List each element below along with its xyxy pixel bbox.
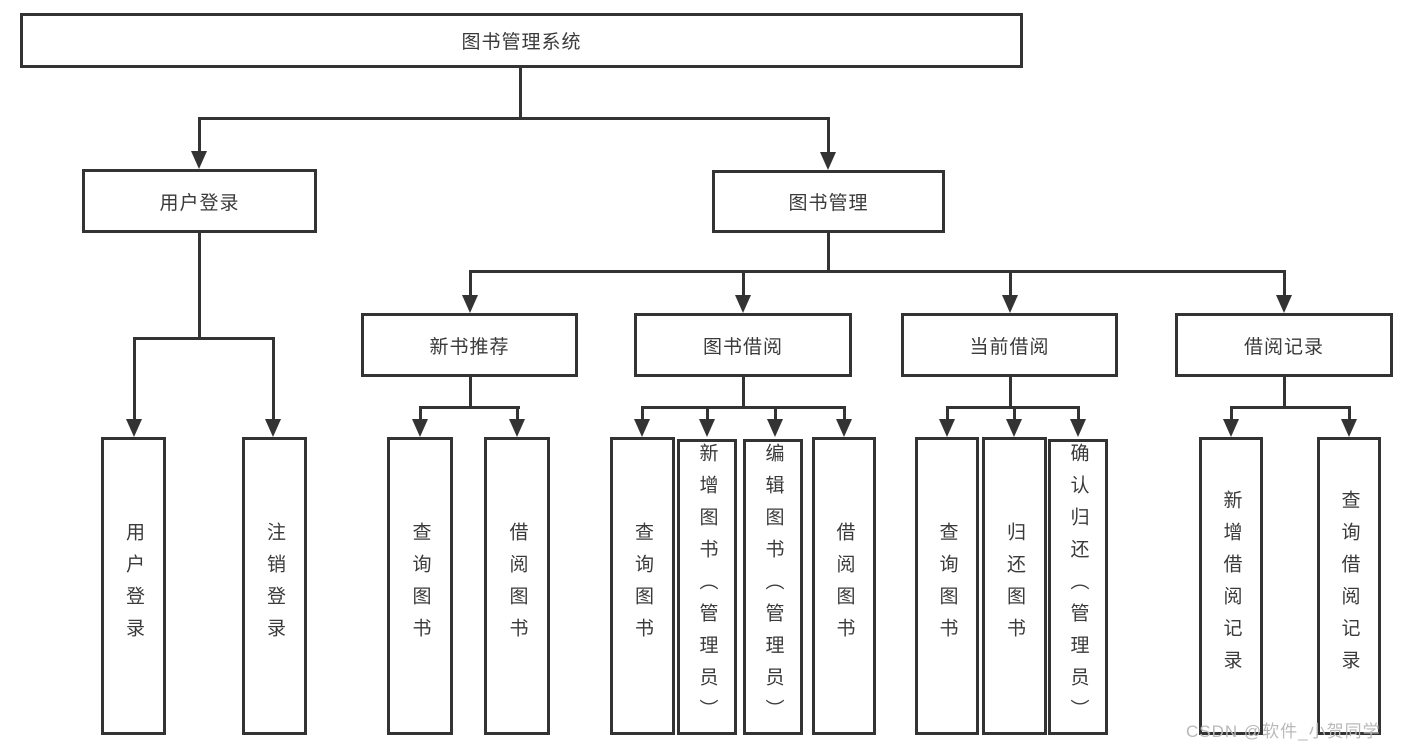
- connector-line: [774, 406, 777, 420]
- connector-arrowhead: [699, 419, 715, 437]
- connector-line: [198, 117, 201, 152]
- leaf-add-borrow-record: 新增借阅记录: [1199, 437, 1263, 735]
- node-book-borrowing: 图书借阅: [634, 313, 852, 377]
- connector-line: [742, 270, 745, 296]
- leaf-borrow-books-recommend: 借阅图书: [484, 437, 550, 735]
- connector-line: [742, 377, 745, 406]
- connector-line: [469, 270, 1286, 273]
- leaf-borrow-books-borrowing: 借阅图书: [812, 437, 876, 735]
- leaf-query-books-current: 查询图书: [915, 437, 979, 735]
- connector-arrowhead: [1006, 419, 1022, 437]
- connector-arrowhead: [939, 419, 955, 437]
- connector-arrowhead: [1070, 419, 1086, 437]
- connector-line: [706, 406, 709, 420]
- connector-line: [198, 233, 201, 337]
- connector-line: [133, 337, 136, 419]
- connector-line: [469, 270, 472, 296]
- connector-arrowhead: [509, 419, 525, 437]
- connector-arrowhead: [412, 419, 428, 437]
- node-current-borrowing: 当前借阅: [901, 313, 1118, 377]
- connector-line: [1283, 377, 1286, 406]
- connector-arrowhead: [1276, 295, 1292, 313]
- connector-line: [1077, 406, 1080, 420]
- node-borrowing-records: 借阅记录: [1175, 313, 1393, 377]
- connector-arrowhead: [191, 151, 207, 169]
- node-book-management: 图书管理: [712, 170, 945, 233]
- leaf-edit-book-admin: 编辑图书（管理员）: [743, 439, 803, 735]
- connector-line: [1348, 406, 1351, 420]
- leaf-confirm-return-admin: 确认归还（管理员）: [1048, 439, 1108, 735]
- leaf-query-books-borrowing: 查询图书: [610, 437, 675, 735]
- connector-arrowhead: [634, 419, 650, 437]
- connector-line: [827, 233, 830, 270]
- connector-line: [198, 117, 830, 120]
- connector-line: [641, 406, 846, 409]
- leaf-query-books-recommend: 查询图书: [387, 437, 453, 735]
- connector-line: [843, 406, 846, 420]
- connector-line: [1230, 406, 1233, 420]
- leaf-query-borrow-record: 查询借阅记录: [1317, 437, 1381, 735]
- leaf-return-books: 归还图书: [982, 437, 1047, 735]
- connector-line: [469, 377, 472, 406]
- connector-line: [946, 406, 949, 420]
- connector-line: [1283, 270, 1286, 296]
- connector-line: [419, 406, 520, 409]
- connector-line: [1230, 406, 1351, 409]
- watermark-text: CSDN @软件_小贺同学: [1186, 722, 1381, 741]
- connector-arrowhead: [462, 295, 478, 313]
- connector-line: [1013, 406, 1016, 420]
- connector-line: [1009, 270, 1012, 296]
- node-user-login: 用户登录: [82, 169, 317, 233]
- leaf-add-book-admin: 新增图书（管理员）: [677, 439, 737, 735]
- connector-arrowhead: [1002, 295, 1018, 313]
- connector-line: [1009, 377, 1012, 406]
- connector-line: [419, 406, 422, 420]
- leaf-logout: 注销登录: [242, 437, 307, 735]
- connector-line: [133, 337, 275, 340]
- connector-line: [516, 406, 519, 420]
- connector-line: [272, 337, 275, 419]
- connector-arrowhead: [1223, 419, 1239, 437]
- connector-line: [827, 117, 830, 152]
- connector-arrowhead: [1341, 419, 1357, 437]
- connector-arrowhead: [820, 152, 836, 170]
- node-library-management-system: 图书管理系统: [20, 13, 1023, 68]
- connector-arrowhead: [265, 419, 281, 437]
- connector-line: [519, 68, 522, 117]
- connector-arrowhead: [836, 419, 852, 437]
- connector-arrowhead: [767, 419, 783, 437]
- node-new-book-recommendation: 新书推荐: [361, 313, 578, 377]
- connector-arrowhead: [126, 419, 142, 437]
- connector-arrowhead: [735, 295, 751, 313]
- connector-line: [641, 406, 644, 420]
- leaf-user-login: 用户登录: [101, 437, 166, 735]
